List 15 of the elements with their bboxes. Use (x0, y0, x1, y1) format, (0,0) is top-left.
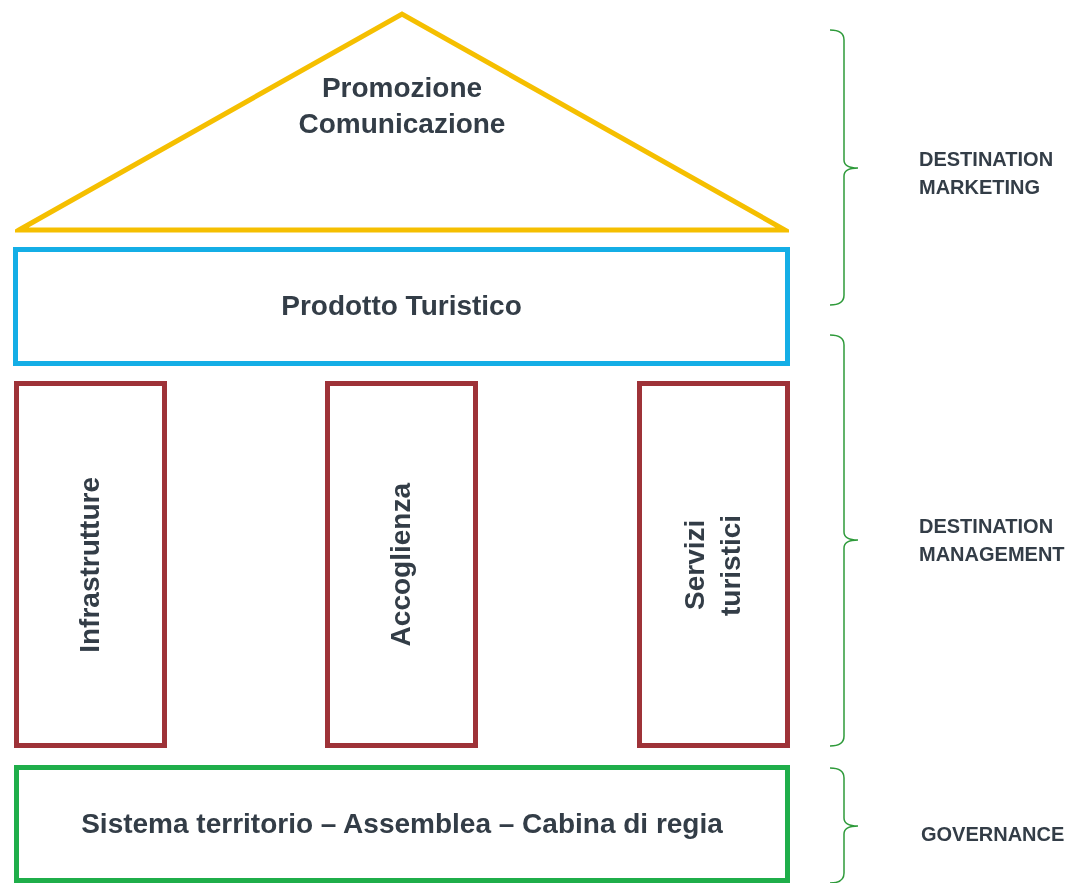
pillar-box (14, 381, 167, 748)
node-label: Sistema territorio – Assemblea – Cabina di regia (81, 806, 723, 841)
section-label: DESTINATION MANAGEMENT (919, 514, 1066, 567)
node-label: Servizi turistici (678, 512, 748, 618)
section-label: GOVERNANCE (921, 822, 1066, 847)
beam-box (13, 247, 790, 366)
node-label: Accoglienza (384, 482, 418, 647)
roof-triangle (15, 10, 789, 234)
node-label: Promozione Comunicazione (297, 71, 507, 142)
section-label: DESTINATION MARKETING (919, 147, 1055, 200)
pillar-box (637, 381, 790, 748)
pillar-box (325, 381, 478, 748)
base-box (14, 765, 790, 883)
node-label: Prodotto Turistico (281, 289, 522, 324)
node-label: Infrastrutture (73, 476, 107, 653)
